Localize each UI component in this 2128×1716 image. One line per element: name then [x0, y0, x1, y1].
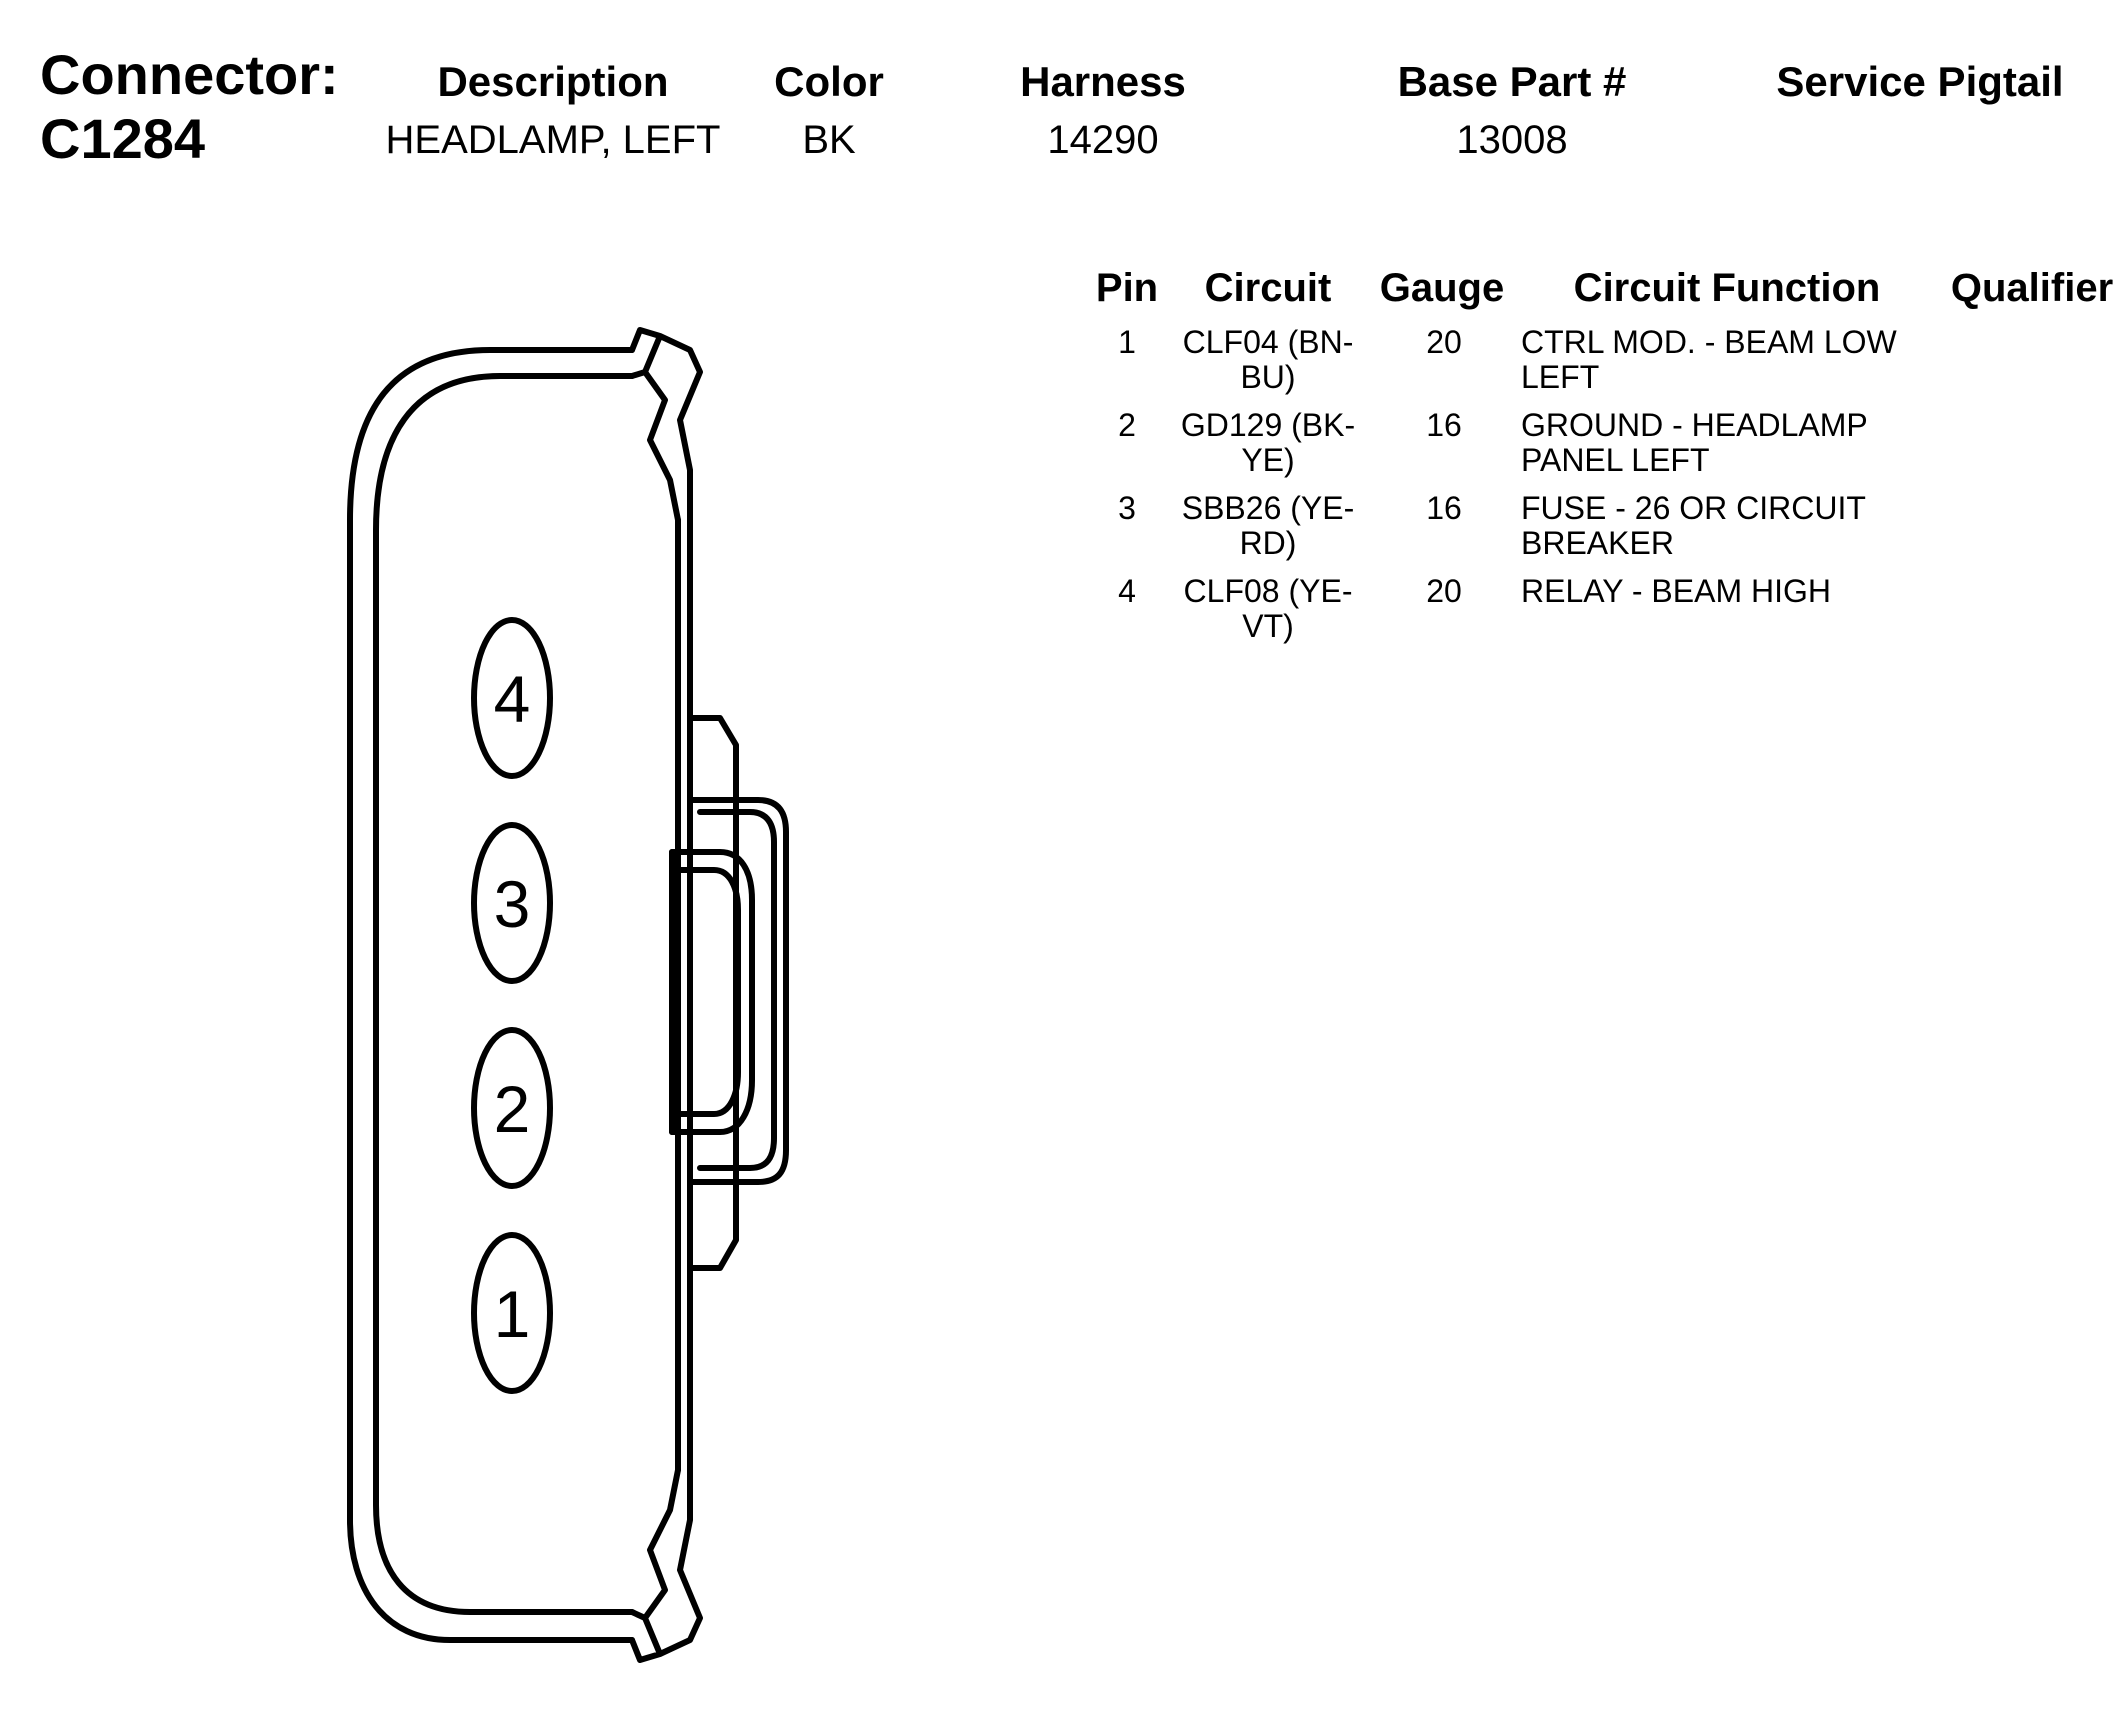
circuit-function-column-header: Circuit Function [1573, 266, 1881, 310]
connector-lock-tab [669, 849, 755, 1135]
qualifier-column-header: Qualifier [1950, 266, 2114, 310]
pin-number: 1 [1118, 324, 1136, 360]
wire-gauge: 16 [1426, 490, 1462, 526]
harness-header: Harness [1020, 58, 1186, 105]
pin-column-header: Pin [1095, 266, 1159, 310]
base-part-header: Base Part # [1397, 58, 1627, 105]
pin-cavity-2 [471, 1027, 553, 1189]
service-pigtail-header: Service Pigtail [1776, 58, 2064, 105]
connector-housing-outline [347, 347, 635, 1643]
base-part-value: 13008 [1456, 118, 1568, 162]
circuit-code: CLF04 (BN-BU) [1182, 324, 1354, 395]
pin-cavity-1 [471, 1232, 553, 1394]
connector-lock-tab [669, 867, 741, 1117]
connector-housing-inner [373, 373, 635, 1615]
connector-lock-tab [697, 809, 777, 1171]
pin-label-4: 4 [494, 662, 531, 736]
pin-number: 4 [1118, 573, 1136, 609]
circuit-code: CLF08 (YE-VT) [1183, 573, 1353, 644]
circuit-function: RELAY - BEAM HIGH [1521, 573, 1831, 609]
wire-gauge: 20 [1426, 324, 1462, 360]
harness-value: 14290 [1047, 118, 1159, 162]
circuit-function: CTRL MOD. - BEAM LOW LEFT [1521, 324, 1897, 395]
connector-label: Connector: [40, 43, 339, 106]
circuit-function: FUSE - 26 OR CIRCUIT BREAKER [1521, 490, 1866, 561]
circuit-code: GD129 (BK-YE) [1180, 407, 1356, 478]
color-value: BK [802, 118, 856, 162]
pin-label-2: 2 [494, 1072, 531, 1146]
gauge-column-header: Gauge [1379, 266, 1505, 310]
connector-latch-top [629, 327, 703, 523]
circuit-column-header: Circuit [1204, 266, 1332, 310]
wire-gauge: 20 [1426, 573, 1462, 609]
pin-number: 2 [1118, 407, 1136, 443]
connector-id: C1284 [40, 107, 206, 170]
pin-cavity-3 [471, 822, 553, 984]
wire-gauge: 16 [1426, 407, 1462, 443]
pin-label-3: 3 [494, 867, 531, 941]
pin-cavity-4 [471, 617, 553, 779]
connector-lock-tab [687, 797, 789, 1185]
connector-latch-bottom [629, 1467, 703, 1663]
pin-number: 3 [1118, 490, 1136, 526]
description-header: Description [437, 58, 669, 105]
pin-label-1: 1 [494, 1277, 531, 1351]
circuit-function: GROUND - HEADLAMP PANEL LEFT [1521, 407, 1868, 478]
description-value: HEADLAMP, LEFT [385, 118, 721, 162]
circuit-code: SBB26 (YE-RD) [1181, 490, 1355, 561]
color-header: Color [774, 58, 884, 105]
